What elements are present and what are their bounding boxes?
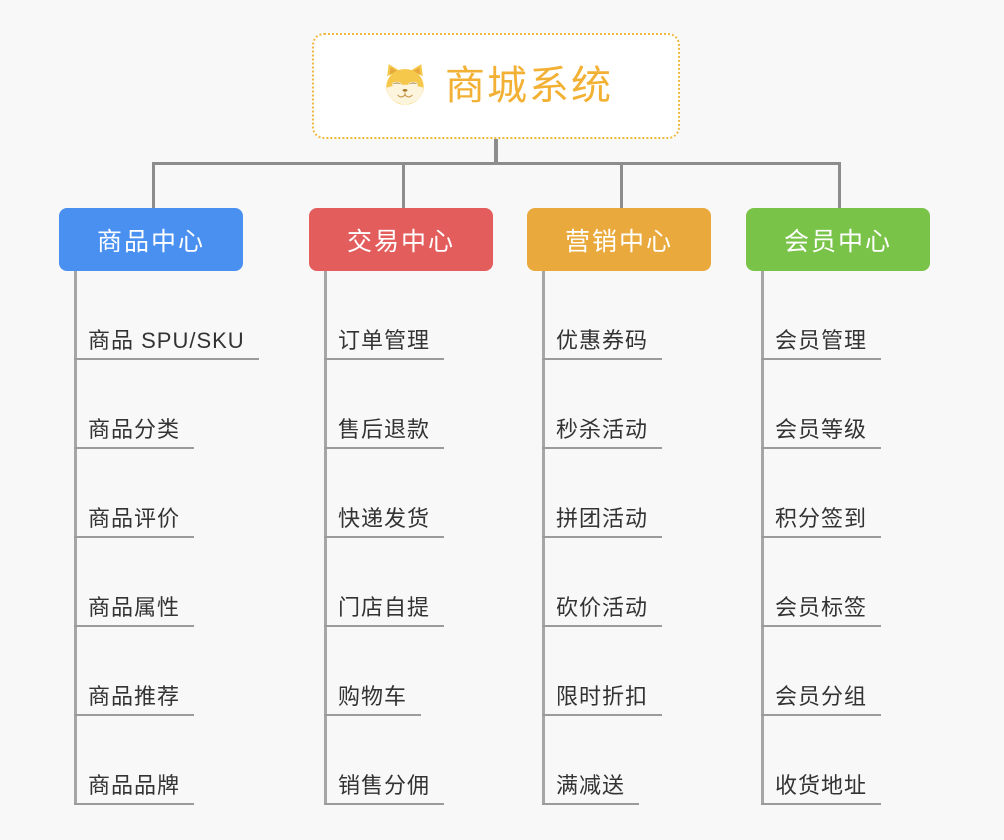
leaf-node[interactable]: 会员管理 — [761, 271, 882, 360]
leaf-label: 收货地址 — [761, 773, 882, 805]
connector-drop-3 — [620, 162, 623, 208]
connector-spine-1 — [74, 271, 77, 805]
leaf-node[interactable]: 秒杀活动 — [542, 360, 663, 449]
leaf-label: 商品推荐 — [74, 684, 195, 716]
leaf-node[interactable]: 商品评价 — [74, 449, 259, 538]
leaf-node[interactable]: 商品 SPU/SKU — [74, 271, 259, 360]
leaf-label: 会员分组 — [761, 684, 882, 716]
category-node[interactable]: 商品中心 — [59, 208, 243, 271]
leaf-label: 销售分佣 — [324, 773, 445, 805]
shiba-dog-icon — [379, 60, 431, 112]
leaf-label: 秒杀活动 — [542, 417, 663, 449]
leaf-node[interactable]: 会员分组 — [761, 627, 882, 716]
category-label: 交易中心 — [346, 227, 455, 256]
connector-root-stem — [494, 139, 498, 165]
leaf-label: 订单管理 — [324, 328, 445, 360]
leaf-node[interactable]: 收货地址 — [761, 716, 882, 805]
leaf-label: 商品评价 — [74, 506, 195, 538]
leaf-label: 会员标签 — [761, 595, 882, 627]
leaf-node[interactable]: 会员标签 — [761, 538, 882, 627]
leaf-node[interactable]: 订单管理 — [324, 271, 445, 360]
leaf-label: 拼团活动 — [542, 506, 663, 538]
category-label: 会员中心 — [783, 227, 892, 256]
leaf-label: 砍价活动 — [542, 595, 663, 627]
leaf-label: 商品属性 — [74, 595, 195, 627]
category-label: 商品中心 — [96, 227, 205, 256]
category-column: 商品中心 — [59, 208, 243, 271]
leaf-list: 商品 SPU/SKU 商品分类商品评价商品属性商品推荐商品品牌 — [74, 271, 259, 805]
leaf-label: 售后退款 — [324, 417, 445, 449]
leaf-node[interactable]: 销售分佣 — [324, 716, 445, 805]
leaf-label: 优惠券码 — [542, 328, 663, 360]
connector-horizontal-bus — [152, 162, 838, 165]
leaf-node[interactable]: 积分签到 — [761, 449, 882, 538]
root-node[interactable]: 商城系统 — [312, 33, 680, 139]
leaf-node[interactable]: 门店自提 — [324, 538, 445, 627]
leaf-node[interactable]: 商品分类 — [74, 360, 259, 449]
leaf-node[interactable]: 满减送 — [542, 716, 662, 805]
leaf-node[interactable]: 优惠券码 — [542, 271, 663, 360]
leaf-label: 商品 SPU/SKU — [74, 328, 259, 360]
category-node[interactable]: 会员中心 — [746, 208, 930, 271]
leaf-label: 会员管理 — [761, 328, 882, 360]
root-title: 商城系统 — [445, 64, 613, 108]
leaf-list: 会员管理会员等级积分签到会员标签会员分组收货地址 — [761, 271, 882, 805]
category-column: 交易中心 — [309, 208, 493, 271]
connector-drop-1 — [152, 162, 155, 208]
leaf-node[interactable]: 商品品牌 — [74, 716, 259, 805]
leaf-node[interactable]: 会员等级 — [761, 360, 882, 449]
leaf-list: 优惠券码秒杀活动拼团活动砍价活动限时折扣满减送 — [542, 271, 663, 805]
connector-drop-4 — [838, 162, 841, 208]
category-label: 营销中心 — [564, 227, 673, 256]
leaf-node[interactable]: 快递发货 — [324, 449, 445, 538]
leaf-label: 购物车 — [324, 684, 422, 716]
leaf-label: 满减送 — [542, 773, 640, 805]
leaf-label: 商品分类 — [74, 417, 195, 449]
category-node[interactable]: 交易中心 — [309, 208, 493, 271]
connector-spine-3 — [542, 271, 545, 805]
connector-drop-2 — [402, 162, 405, 208]
leaf-label: 积分签到 — [761, 506, 882, 538]
leaf-list: 订单管理售后退款快递发货门店自提购物车销售分佣 — [324, 271, 445, 805]
connector-spine-4 — [761, 271, 764, 805]
category-node[interactable]: 营销中心 — [527, 208, 711, 271]
category-column: 营销中心 — [527, 208, 711, 271]
leaf-label: 限时折扣 — [542, 684, 663, 716]
connector-spine-2 — [324, 271, 327, 805]
leaf-label: 快递发货 — [324, 506, 445, 538]
leaf-node[interactable]: 拼团活动 — [542, 449, 663, 538]
leaf-node[interactable]: 购物车 — [324, 627, 444, 716]
leaf-label: 商品品牌 — [74, 773, 195, 805]
leaf-node[interactable]: 商品属性 — [74, 538, 259, 627]
category-column: 会员中心 — [746, 208, 930, 271]
leaf-node[interactable]: 售后退款 — [324, 360, 445, 449]
leaf-node[interactable]: 限时折扣 — [542, 627, 663, 716]
leaf-node[interactable]: 砍价活动 — [542, 538, 663, 627]
leaf-label: 门店自提 — [324, 595, 445, 627]
leaf-label: 会员等级 — [761, 417, 882, 449]
leaf-node[interactable]: 商品推荐 — [74, 627, 259, 716]
